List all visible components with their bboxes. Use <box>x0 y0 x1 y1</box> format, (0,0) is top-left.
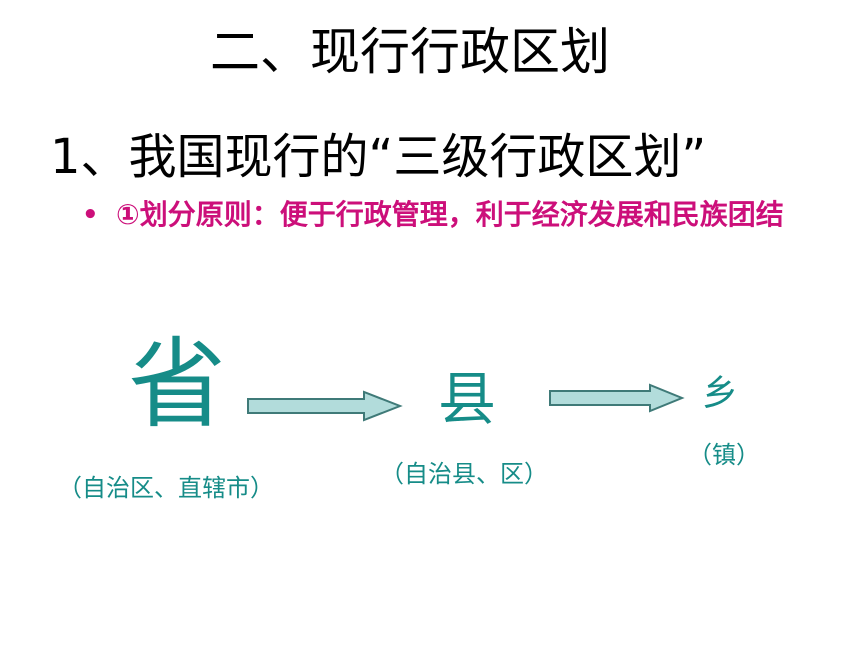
arrow-shape <box>549 383 685 413</box>
arrow-right-icon <box>549 383 685 413</box>
arrow-shape <box>247 390 403 422</box>
level-township-note: （镇） <box>688 441 760 469</box>
bullet-item: • ①划分原则：便于行政管理，利于经济发展和民族团结 <box>82 196 802 234</box>
level-province-note: （自治区、直辖市） <box>58 474 274 502</box>
section-heading: 1、我国现行的“三级行政区划” <box>50 129 707 185</box>
bullet-text: ①划分原则：便于行政管理，利于经济发展和民族团结 <box>116 198 784 231</box>
level-county-note: （自治县、区） <box>380 460 548 488</box>
level-province: 省 <box>128 328 227 442</box>
arrow-right-icon <box>247 390 403 422</box>
level-county: 县 <box>438 365 497 433</box>
level-township: 乡 <box>702 373 739 414</box>
bullet-marker: • <box>82 200 99 230</box>
slide-title: 二、现行行政区划 <box>210 23 610 81</box>
